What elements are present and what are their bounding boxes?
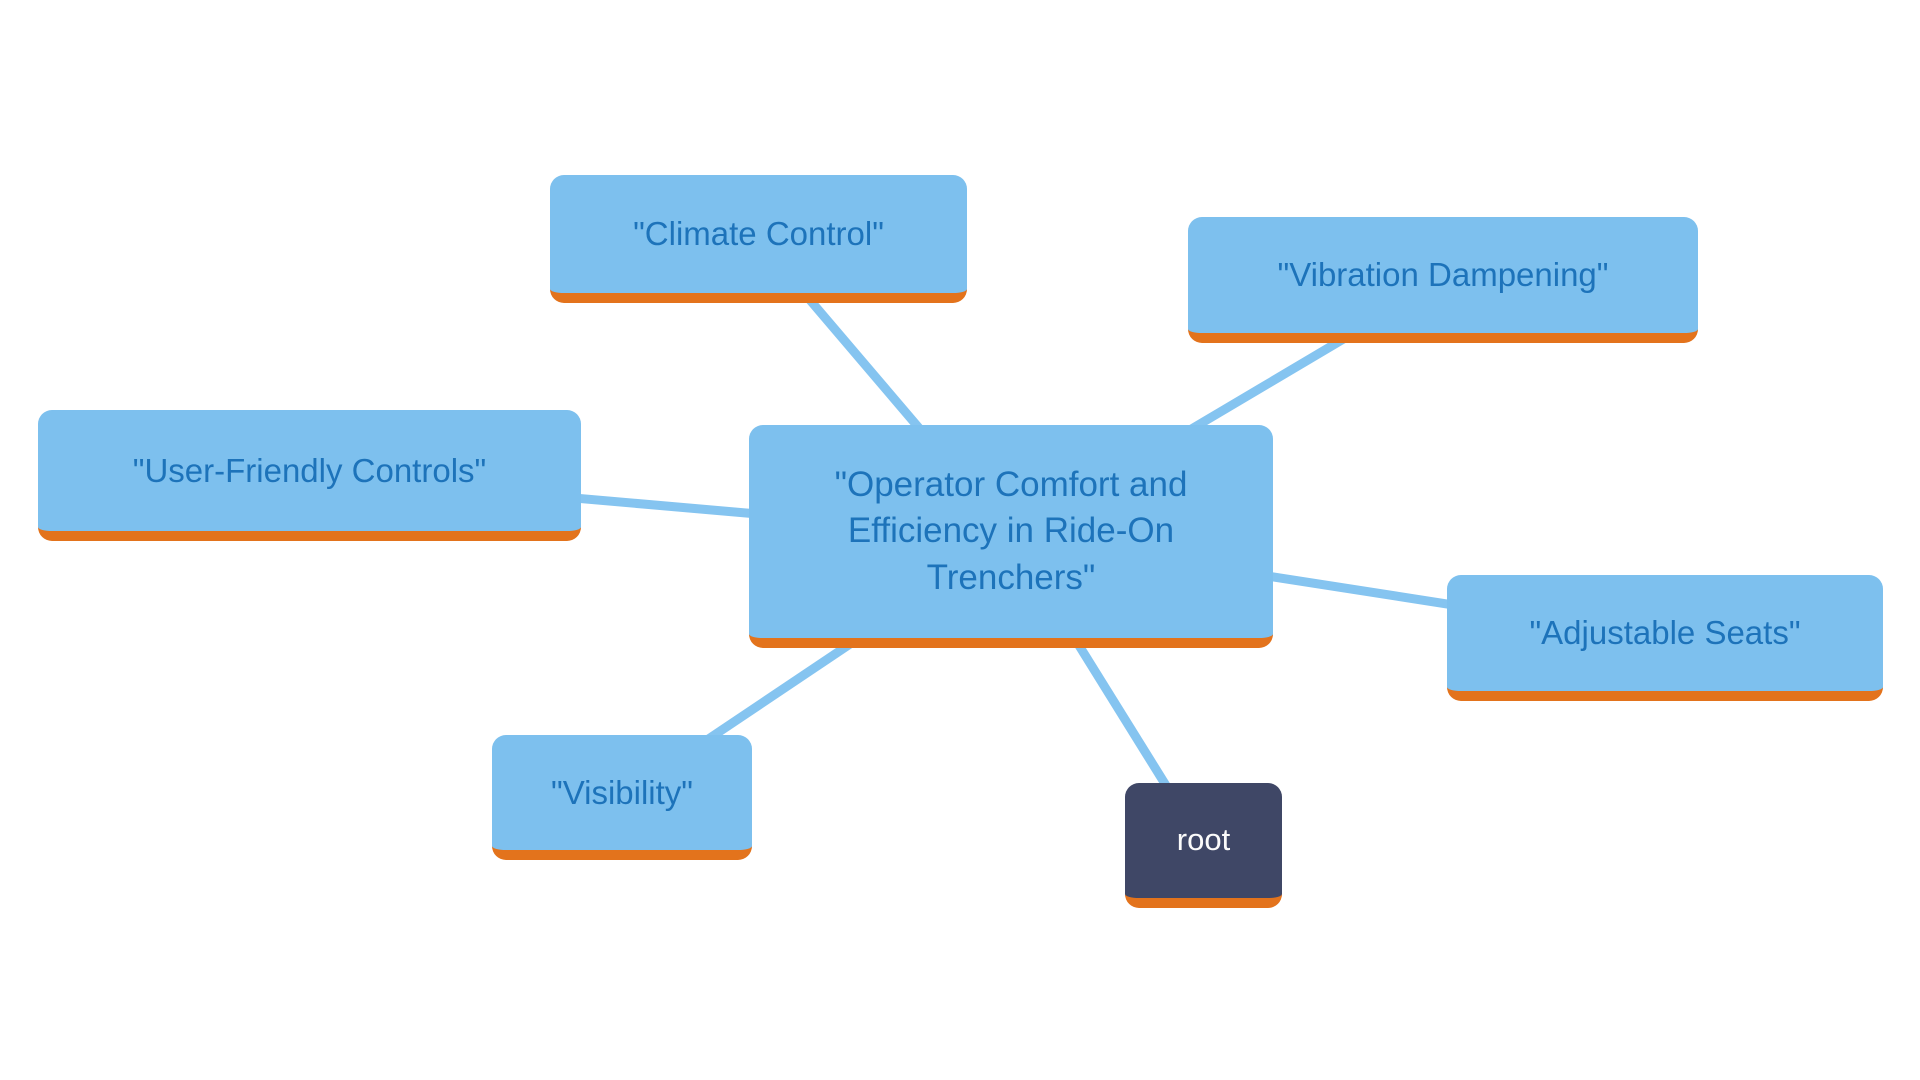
node-user-friendly-controls[interactable]: "User-Friendly Controls": [38, 410, 581, 541]
node-root[interactable]: root: [1125, 783, 1282, 908]
node-operator-comfort-center-label: "Operator Comfort and Efficiency in Ride…: [834, 465, 1188, 597]
node-visibility-label: "Visibility": [550, 773, 694, 811]
node-adjustable-seats-label: "Adjustable Seats": [1529, 614, 1801, 652]
node-root-label: root: [1176, 822, 1231, 858]
node-vibration-dampening-label: "Vibration Dampening": [1277, 256, 1609, 294]
node-climate-control-label: "Climate Control": [633, 215, 884, 253]
node-visibility[interactable]: "Visibility": [492, 735, 752, 860]
node-vibration-dampening[interactable]: "Vibration Dampening": [1188, 217, 1698, 343]
node-climate-control[interactable]: "Climate Control": [550, 175, 967, 303]
node-operator-comfort-center[interactable]: "Operator Comfort and Efficiency in Ride…: [749, 425, 1273, 648]
node-user-friendly-controls-label: "User-Friendly Controls": [132, 451, 487, 489]
node-adjustable-seats[interactable]: "Adjustable Seats": [1447, 575, 1883, 701]
